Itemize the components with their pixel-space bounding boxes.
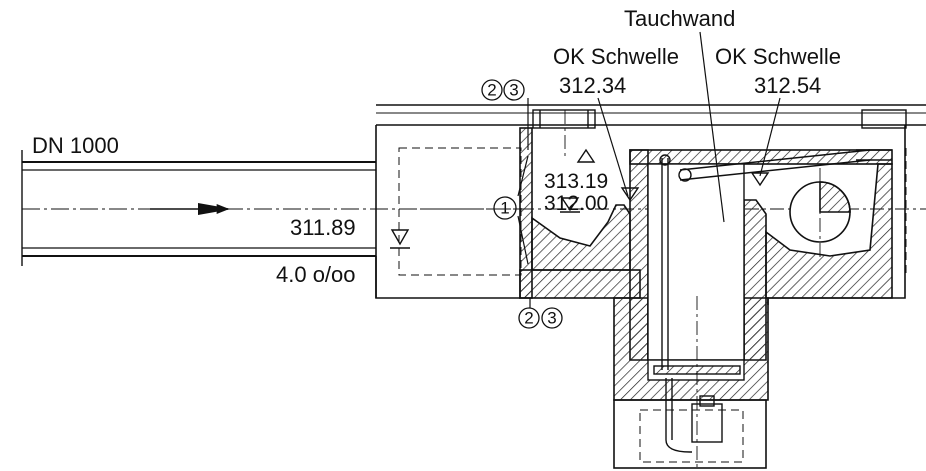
marker-three-bottom: 3 [541, 307, 563, 329]
marker-one: 1 [493, 196, 517, 220]
label-ok-schwelle-left: OK Schwelle [553, 44, 679, 69]
ground-line [376, 104, 926, 114]
marker-two-bottom: 2 [518, 307, 540, 329]
svg-text:3: 3 [509, 81, 518, 100]
label-ok-schwelle-right-value: 312.54 [754, 73, 821, 98]
cover-frames [532, 109, 907, 129]
center-axes [564, 110, 821, 468]
label-pipe-dn: DN 1000 [32, 133, 119, 158]
label-ok-schwelle-right: OK Schwelle [715, 44, 841, 69]
inflow-pipe [21, 150, 926, 266]
svg-text:2: 2 [524, 309, 533, 328]
leader-lines [517, 31, 781, 308]
label-ok-schwelle-left-value: 312.34 [559, 73, 626, 98]
svg-text:3: 3 [547, 309, 556, 328]
label-level-lower: 312.00 [544, 192, 608, 215]
label-level-upper: 313.19 [544, 170, 608, 193]
label-pipe-level: 311.89 [290, 215, 356, 240]
screen-beam [678, 149, 892, 182]
label-tauchwand: Tauchwand [624, 6, 735, 31]
flow-arrowhead-fill [198, 203, 232, 215]
label-pipe-slope: 4.0 o/oo [276, 262, 356, 287]
level-markers [390, 148, 770, 249]
marker-three-top: 3 [503, 79, 525, 101]
tauchwand-wall [659, 154, 671, 370]
svg-text:1: 1 [500, 199, 509, 218]
marker-two-top: 2 [481, 79, 503, 101]
svg-text:2: 2 [487, 81, 496, 100]
